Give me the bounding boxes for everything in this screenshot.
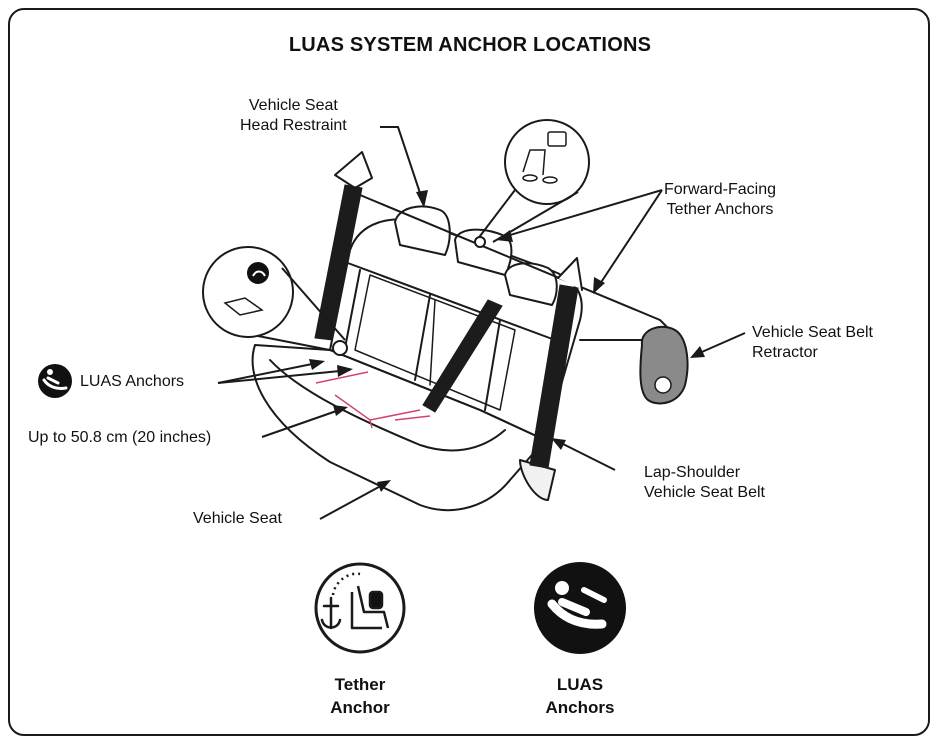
- luas-anchor-icon: [534, 562, 626, 654]
- label-tether-anchors: Forward-Facing Tether Anchors: [664, 181, 777, 218]
- label-head-restraint: Vehicle Seat Head Restraint: [240, 97, 347, 134]
- label-distance: Up to 50.8 cm (20 inches): [28, 429, 212, 446]
- center-seat-belt: [422, 299, 503, 413]
- arrow-heads: [309, 190, 705, 492]
- tether-anchor-icon: [314, 562, 406, 654]
- belt-buckle-sleeve: [519, 459, 556, 501]
- diagram-frame: [8, 8, 930, 736]
- label-belt-retractor: Vehicle Seat Belt Retractor: [752, 324, 873, 361]
- luas-label-icon: [38, 364, 72, 398]
- seat-belt-retractor: [639, 325, 689, 405]
- right-seat-belt: [529, 284, 579, 469]
- anchor-icon: [320, 596, 342, 630]
- legend-luas-label: LUAS Anchors: [545, 675, 615, 717]
- legend-tether-label: Tether Anchor: [330, 675, 390, 717]
- left-anchor-inset: [202, 246, 348, 356]
- label-lap-shoulder-belt: Lap-Shoulder Vehicle Seat Belt: [644, 464, 765, 501]
- left-seat-belt: [314, 184, 363, 341]
- head-restraint-left: [394, 205, 451, 256]
- label-vehicle-seat: Vehicle Seat: [193, 510, 282, 527]
- label-luas-anchors: LUAS Anchors: [80, 373, 185, 390]
- leader-lines: [217, 126, 746, 520]
- diagram-title: LUAS SYSTEM ANCHOR LOCATIONS: [288, 34, 652, 56]
- left-inset-luas-icon: [247, 262, 269, 284]
- head-restraint-right: [504, 262, 558, 306]
- seat-cushion: [251, 344, 546, 512]
